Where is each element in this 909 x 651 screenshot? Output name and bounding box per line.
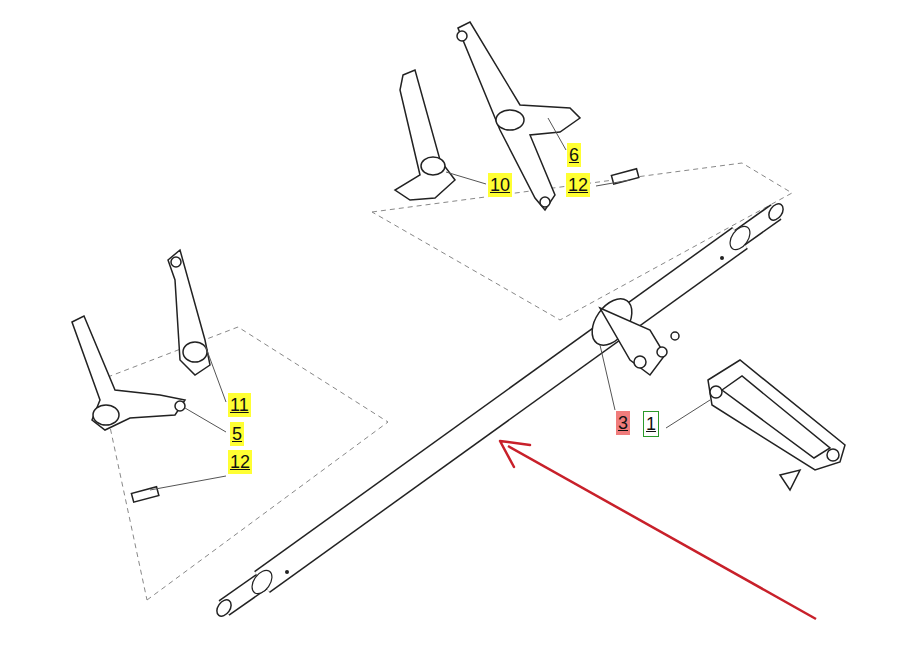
bracket bbox=[708, 360, 845, 490]
callout-number: 3 bbox=[616, 411, 630, 435]
lever-parts-left bbox=[72, 250, 210, 502]
group-outline bbox=[100, 163, 792, 600]
callout-number: 6 bbox=[567, 143, 581, 167]
callout-number: 11 bbox=[228, 393, 251, 417]
clevis bbox=[584, 292, 679, 375]
callout-number: 5 bbox=[230, 422, 244, 446]
callout-number: 12 bbox=[566, 173, 590, 197]
callout-number: 12 bbox=[228, 450, 252, 474]
leader-lines bbox=[150, 118, 710, 490]
pointer-arrow bbox=[500, 441, 816, 619]
callout-number: 1 bbox=[643, 411, 659, 437]
shaft bbox=[214, 201, 786, 619]
callout-number: 10 bbox=[488, 173, 512, 197]
lever-parts-top bbox=[395, 22, 639, 210]
dashed-group-left bbox=[100, 327, 388, 600]
